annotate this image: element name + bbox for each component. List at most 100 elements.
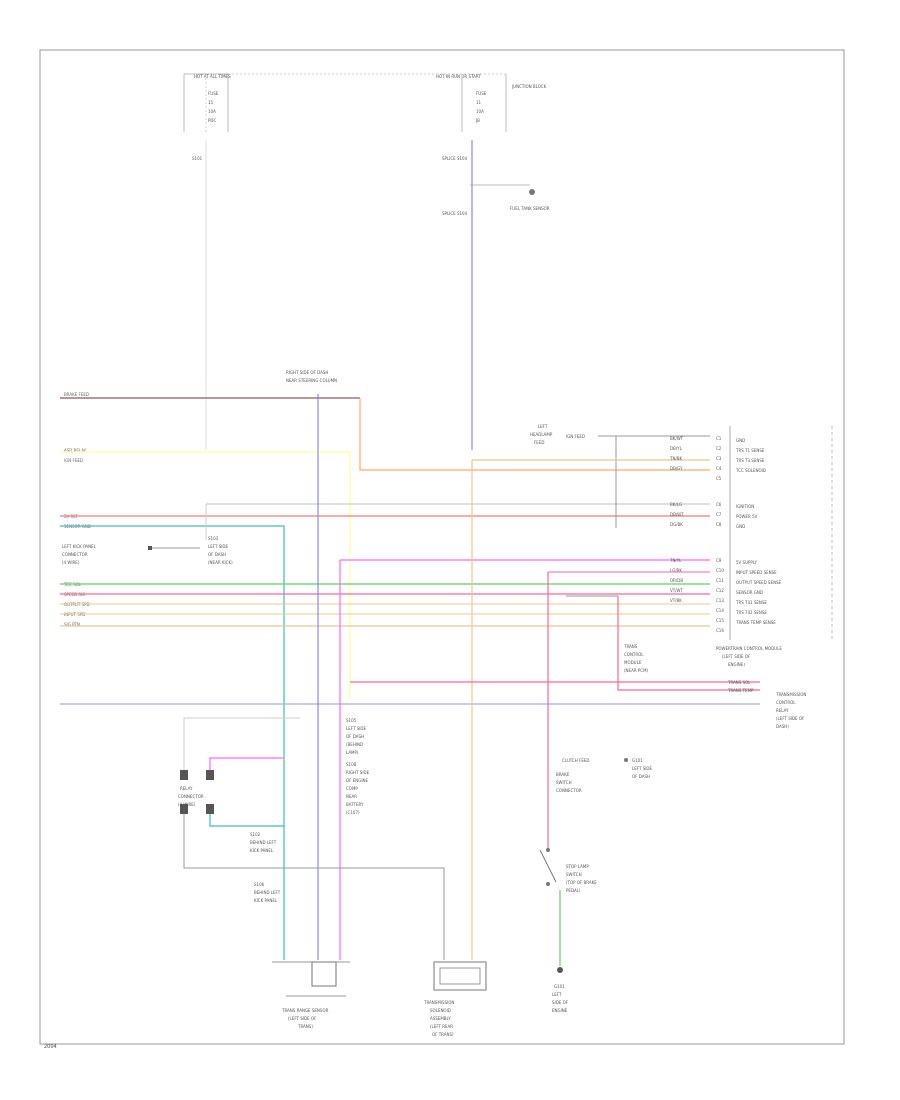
- trans-control-relay: TRANS SOL TRANS TEMP TRANSMISSION CONTRO…: [727, 680, 806, 729]
- right-component-1: TRANSMISSION: [775, 692, 806, 697]
- wire-code-1: BK/WT: [670, 436, 684, 441]
- pcm-fn-8: 5V SUPPLY: [736, 560, 758, 565]
- tcm-4: (NEAR PCM): [624, 668, 649, 673]
- s106-1: S106: [254, 882, 265, 887]
- pcm-fn-14: TRANS TEMP SENSE: [735, 620, 776, 625]
- fuel-tank-sensor: FUEL TANK SENSOR: [510, 206, 550, 211]
- left-splice-1: S103: [208, 536, 219, 541]
- pin-5: C5: [716, 476, 722, 481]
- middle-left-3: OF DASH: [346, 734, 364, 739]
- right-component-5: DASH): [776, 724, 789, 729]
- stop-lamp-switch-area: CLUTCH FEED BRAKE SWITCH CONNECTOR G101 …: [539, 571, 710, 1013]
- tcm-block: TRANS CONTROL MODULE (NEAR PCM): [350, 595, 760, 691]
- lamp-label-1: LEFT: [538, 424, 548, 429]
- pcm-fn-2: TRS T1 SENSE: [735, 448, 765, 453]
- right-component-3: RELAY: [776, 708, 789, 713]
- pin-7: C7: [716, 512, 722, 517]
- left-label-2: ASD RELAY: [64, 448, 87, 453]
- wire-code-8: TN/YL: [669, 558, 682, 563]
- fuse-left-line-1: FUSE: [208, 91, 219, 96]
- left-wire-labels: BRAKE FEED ASD RELAY IGN FEED 5V REF SEN…: [63, 392, 91, 627]
- stop-switch-2: SWITCH: [566, 872, 582, 877]
- pin-8: C8: [716, 522, 722, 527]
- clutch-label: CLUTCH FEED: [562, 758, 589, 763]
- pin-11: C11: [716, 578, 724, 583]
- right-tail-1: TRANS SOL: [727, 680, 751, 685]
- headlamp-feed: LEFT HEADLAMP FEED IGN FEED: [530, 424, 710, 528]
- splice-s104-a: SPLICE S104: [442, 156, 468, 161]
- left-component-3: (4 WIRE): [62, 560, 80, 565]
- relay-connector: RELAY CONNECTOR (4 WIRE): [178, 717, 445, 960]
- lamp-label-2: HEADLAMP: [530, 432, 553, 437]
- diagram-frame: [39, 49, 845, 1045]
- relay-label-2: CONNECTOR: [178, 794, 204, 799]
- pcm-fn-5: IGNITION: [736, 504, 754, 509]
- pcm-fn-10: OUTPUT SPEED SENSE: [736, 580, 782, 585]
- pcm-fn-12: TRS T41 SENSE: [735, 600, 767, 605]
- s106-3: KICK PANEL: [254, 898, 278, 903]
- clutch-note-1: G101: [632, 758, 643, 763]
- middle-center-7: (C107): [346, 810, 360, 815]
- fuse-center-side: JUNCTION BLOCK: [511, 84, 547, 89]
- bottom-left-1: TRANS RANGE SENSOR: [281, 1008, 329, 1013]
- ground-label-1: G101: [554, 984, 565, 989]
- fuse-left-line-2: 15: [208, 100, 214, 105]
- wire-code-6: DB/WT: [670, 512, 684, 517]
- pin-10: C10: [716, 568, 724, 573]
- pin-14: C14: [716, 608, 724, 613]
- splice-s106: S106 BEHIND LEFT KICK PANEL: [254, 882, 281, 903]
- wire-code-5: BK/LG: [670, 502, 682, 507]
- lamp-feed-text: IGN FEED: [566, 434, 585, 439]
- wire-code-12: VT/BK: [670, 598, 682, 603]
- pcm-fn-9: INPUT SPEED SENSE: [736, 570, 777, 575]
- right-component-4: (LEFT SIDE OF: [776, 716, 805, 721]
- switch-label-1: BRAKE: [556, 772, 570, 777]
- pin-2: C2: [716, 446, 722, 451]
- bottom-center-2: SOLENOID: [430, 1008, 451, 1013]
- left-component-2: CONNECTOR: [62, 552, 88, 557]
- pcm-pins: C1 C2 C3 C4 C5 C6 C7 C8 C9 C10 C11 C12 C…: [716, 436, 724, 633]
- s102-2: BEHIND LEFT: [250, 840, 277, 845]
- lamp-label-3: FEED: [534, 440, 544, 445]
- middle-left-splice: S105 LEFT SIDE OF DASH (BEHIND LAMP): [346, 718, 367, 755]
- fuse-center-line-1: FUSE: [476, 91, 487, 96]
- middle-left-5: LAMP): [346, 750, 359, 755]
- wire-code-2: DB/YL: [670, 446, 683, 451]
- middle-center-5: NEAR: [346, 794, 357, 799]
- splice-s104-b: SPLICE S104: [442, 211, 468, 216]
- pcm-fn-3: TRS T3 SENSE: [735, 458, 765, 463]
- right-tail-2: TRANS TEMP: [727, 688, 754, 693]
- bottom-left-3: TRANS): [297, 1024, 313, 1029]
- trans-range-sensor: TRANS RANGE SENSOR (LEFT SIDE OF TRANS): [272, 961, 350, 1029]
- fuse-center-line-3: 10A: [476, 109, 484, 114]
- pin-1: C1: [716, 436, 722, 441]
- left-splice-4: (NEAR KICK): [208, 560, 233, 565]
- middle-center-6: BATTERY: [346, 802, 364, 807]
- stop-switch-1: STOP LAMP: [566, 864, 589, 869]
- clutch-note-3: OF DASH: [632, 774, 650, 779]
- pcm-fn-1: GND: [736, 438, 745, 443]
- footer-code: 2004: [44, 1044, 57, 1050]
- pcm-wire-codes: BK/WT DB/YL TN/BK DB/GY BK/LG DB/WT DG/B…: [669, 436, 684, 603]
- tcm-3: MODULE: [624, 660, 642, 665]
- left-label-10: SIG RTN: [64, 622, 80, 627]
- wire-code-11: VT/WT: [670, 588, 683, 593]
- left-splice-2: LEFT SIDE: [208, 544, 229, 549]
- stop-switch-4: PEDAL): [566, 888, 581, 893]
- wire-code-3: TN/BK: [669, 456, 683, 461]
- left-label-3: IGN FEED: [64, 458, 83, 463]
- wire-code-9: LG/BK: [670, 568, 682, 573]
- pcm-fn-7: GND: [736, 524, 745, 529]
- middle-center-1: S108: [346, 762, 357, 767]
- pin-9: C9: [716, 558, 722, 563]
- relay-label-3: (4 WIRE): [178, 802, 196, 807]
- s102-3: KICK PANEL: [250, 848, 274, 853]
- pin-15: C15: [716, 618, 724, 623]
- middle-center-4: COMP: [346, 786, 358, 791]
- left-splice-s103: S103 LEFT SIDE OF DASH (NEAR KICK): [208, 536, 233, 565]
- left-kick-connector: LEFT KICK PANEL CONNECTOR (4 WIRE): [62, 544, 200, 565]
- pin-4: C4: [716, 466, 722, 471]
- left-component-1: LEFT KICK PANEL: [62, 544, 97, 549]
- pin-12: C12: [716, 588, 724, 593]
